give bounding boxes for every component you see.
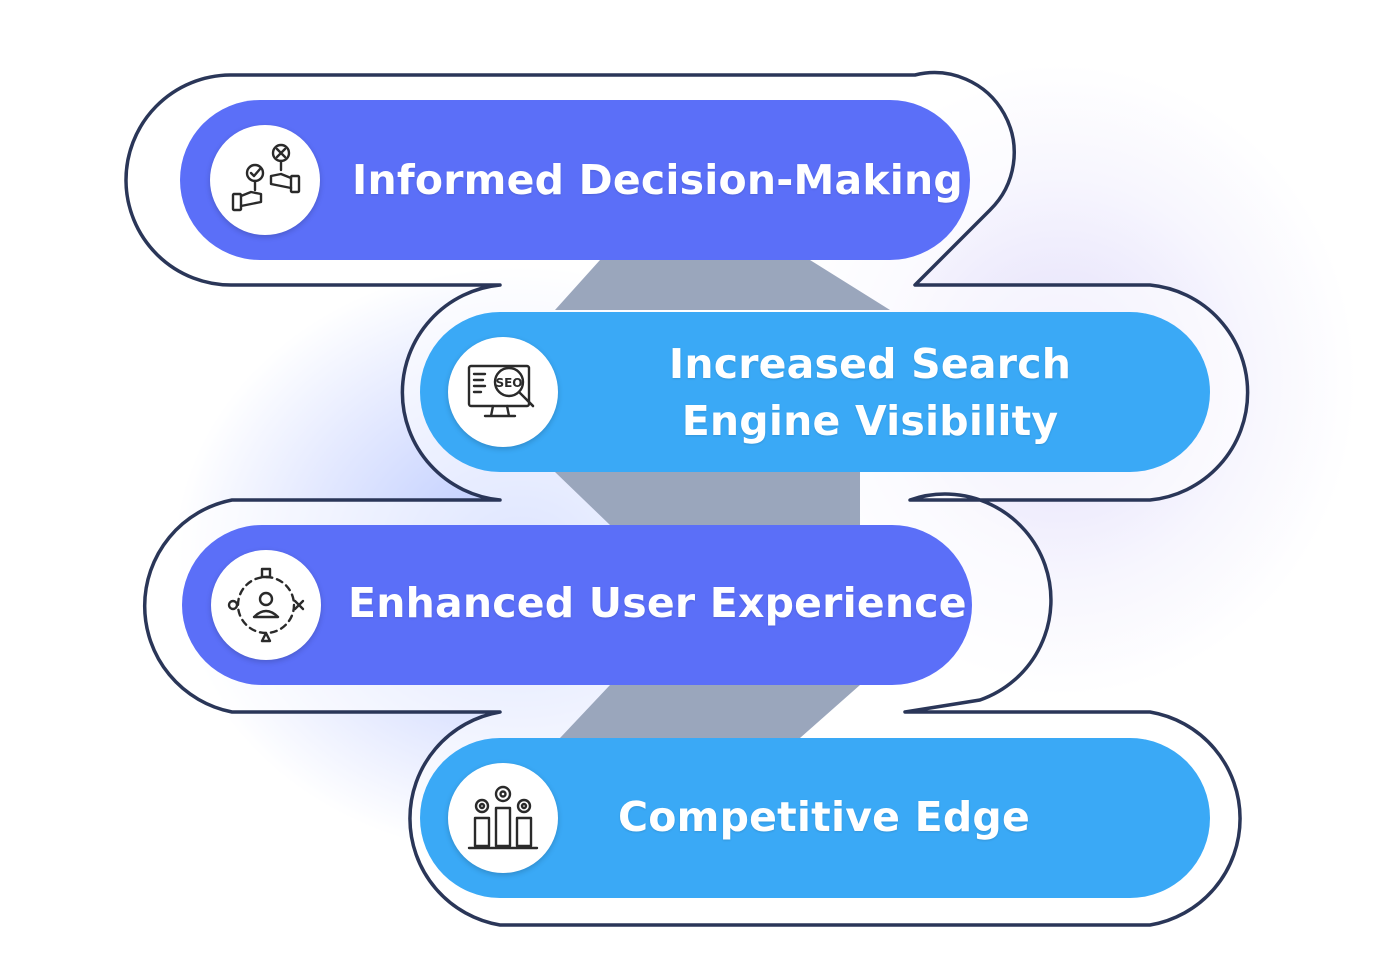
user-target-icon [227, 567, 305, 643]
step-1-label: Informed Decision-Making [352, 156, 963, 204]
step-2-label-line2: Engine Visibility [681, 397, 1059, 445]
step-2-label: Increased Search Engine Visibility [570, 336, 1170, 450]
decision-hands-icon [231, 143, 301, 212]
card-informed-decision-making [180, 100, 970, 260]
step-3-label: Enhanced User Experience [348, 579, 967, 627]
icon-badge-3 [211, 550, 321, 660]
svg-text:SEO: SEO [495, 376, 522, 390]
seo-monitor-icon: SEO [467, 364, 535, 418]
icon-badge-1 [210, 125, 320, 235]
card-search-engine-visibility [420, 312, 1210, 472]
step-4-label: Competitive Edge [618, 793, 1030, 841]
step-2-label-line1: Increased Search [668, 340, 1072, 388]
card-user-experience [182, 525, 972, 685]
icon-badge-4 [448, 763, 558, 873]
outer-outline [124, 70, 1250, 927]
bar-chart-gears-icon [467, 785, 539, 850]
card-competitive-edge [420, 738, 1210, 898]
icon-badge-2: SEO [448, 337, 558, 447]
